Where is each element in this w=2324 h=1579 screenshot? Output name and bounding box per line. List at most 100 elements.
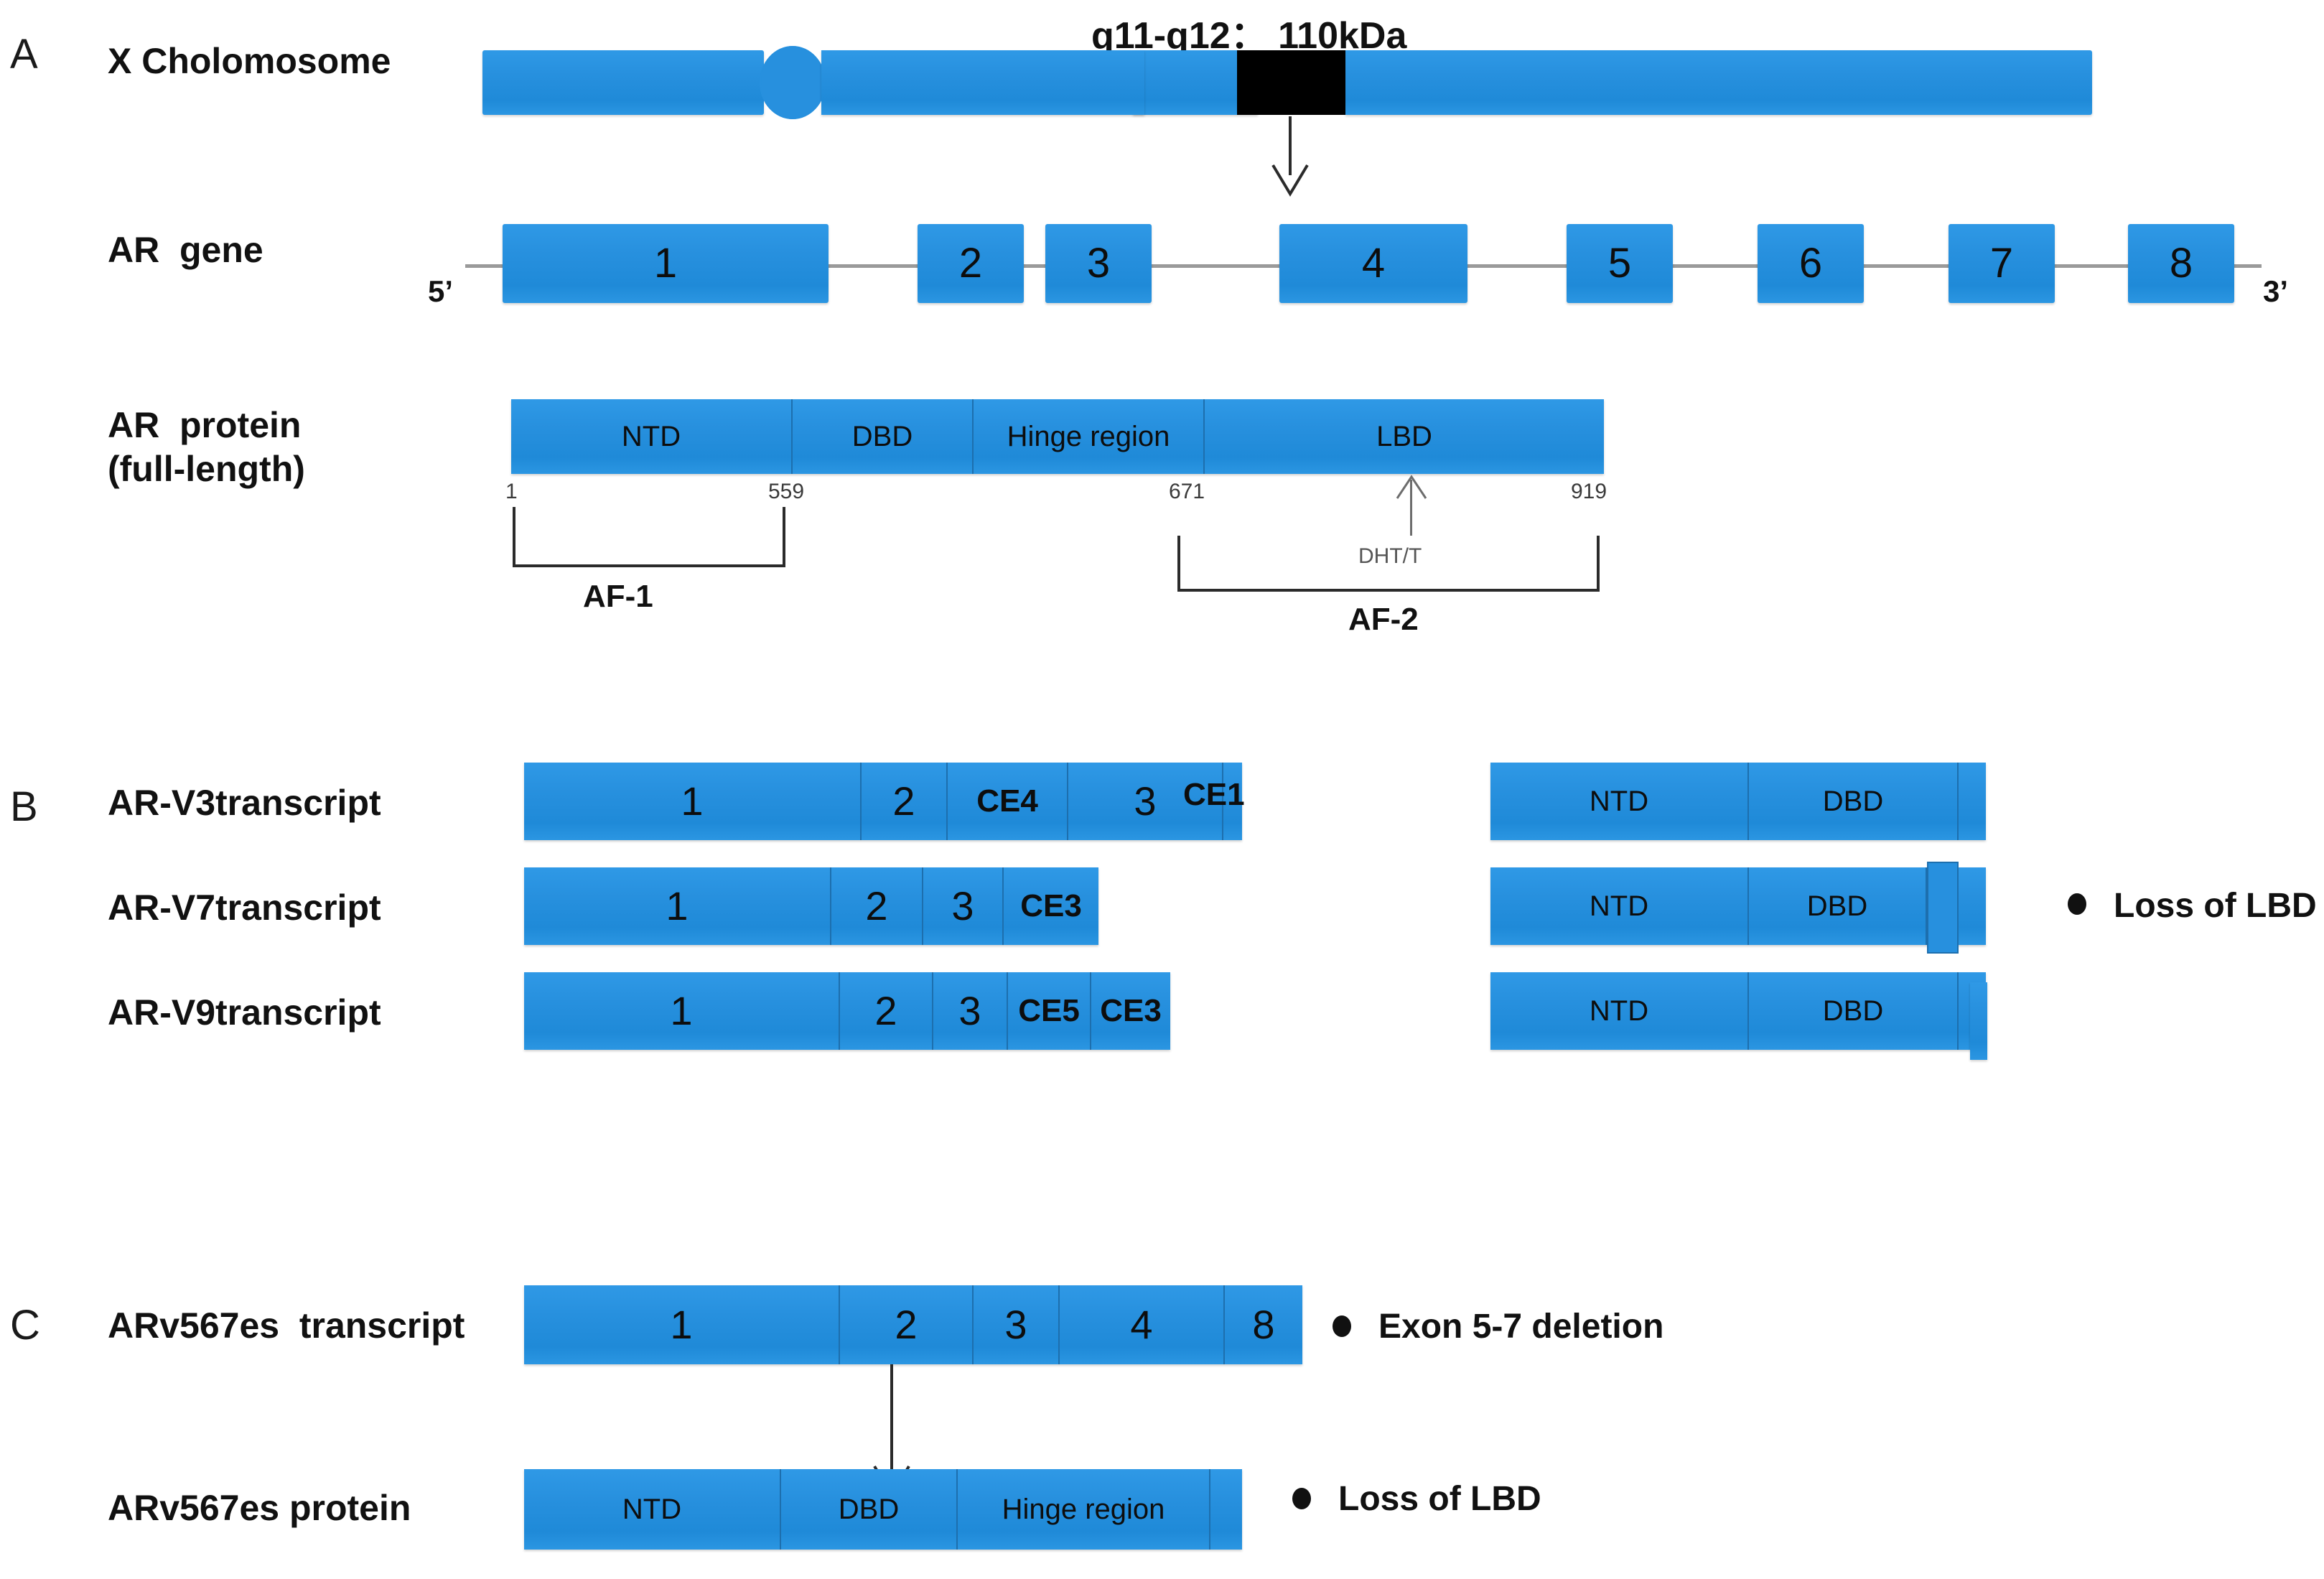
af2-bracket-left (1177, 536, 1180, 592)
ar-v9-protein-ntd: NTD (1490, 972, 1749, 1050)
panel-c-protein-note-bullet (1292, 1488, 1311, 1509)
af2-bracket-right (1597, 536, 1600, 592)
ar-v9-segment-ce3-label: CE3 (1100, 993, 1162, 1028)
chromosome-q-arm-distal (1345, 50, 2092, 115)
ar-v7-protein-bar: NTD DBD (1490, 867, 1986, 945)
panel-letter-b: B (10, 783, 38, 830)
ar-v9-segment-exon2: 2 (840, 972, 933, 1050)
ar-v9-segment-exon2-label: 2 (874, 988, 897, 1033)
ar-v7-segment-ce3-label: CE3 (1020, 888, 1082, 923)
ar-protein-domain-hinge-label: Hinge region (1007, 421, 1170, 452)
gene-exon-7: 7 (1949, 224, 2055, 303)
arv567es-protein-ntd: NTD (524, 1469, 781, 1550)
chromosome-row-label: X Cholomosome (108, 41, 391, 81)
arv567es-protein-hinge-label: Hinge region (1002, 1494, 1165, 1525)
arv567es-segment-exon2: 2 (840, 1285, 974, 1364)
ar-v7-segment-exon3-label: 3 (951, 883, 974, 928)
panel-c-transcript-note-text: Exon 5-7 deletion (1378, 1308, 1664, 1346)
gene-exon-6: 6 (1758, 224, 1864, 303)
gene-exon-2-number: 2 (958, 240, 983, 287)
ar-v3-protein-ntd: NTD (1490, 763, 1749, 840)
ar-v3-transcript-bar: 1 2 CE4 3 (524, 763, 1242, 840)
ar-v9-segment-exon1: 1 (524, 972, 840, 1050)
gene-exon-8: 8 (2128, 224, 2234, 303)
ar-v3-protein-dbd: DBD (1749, 763, 1959, 840)
arv567es-segment-exon8-label: 8 (1252, 1302, 1275, 1347)
position-label-919: 919 (1571, 480, 1607, 503)
ar-v3-row-label: AR-V3transcript (108, 783, 381, 823)
ar-v7-segment-exon3: 3 (923, 867, 1004, 945)
gene-exon-4: 4 (1279, 224, 1467, 303)
ar-protein-domain-ntd: NTD (511, 399, 793, 474)
three-prime-label: 3’ (2263, 274, 2289, 308)
ar-v9-protein-dbd-label: DBD (1822, 995, 1884, 1027)
ar-v3-segment-exon1: 1 (524, 763, 862, 840)
ar-protein-domain-ntd-label: NTD (621, 421, 681, 452)
gene-exon-8-number: 8 (2169, 240, 2193, 287)
ar-v9-segment-ce5: CE5 (1008, 972, 1091, 1050)
arv567es-segment-exon4: 4 (1060, 1285, 1225, 1364)
arv567es-segment-exon2-label: 2 (895, 1302, 918, 1347)
ar-protein-domain-dbd: DBD (793, 399, 974, 474)
ar-v9-segment-exon1-label: 1 (670, 988, 693, 1033)
ar-v3-protein-bar: NTD DBD (1490, 763, 1986, 840)
ar-v3-segment-exon3-label: 3 (1134, 778, 1157, 824)
gene-exon-2: 2 (918, 224, 1024, 303)
position-label-1: 1 (505, 480, 518, 503)
arv567es-protein-hinge: Hinge region (958, 1469, 1210, 1550)
arv567es-segment-exon1: 1 (524, 1285, 840, 1364)
ar-v7-segment-exon1: 1 (524, 867, 831, 945)
gene-exon-4-number: 4 (1361, 240, 1386, 287)
gene-exon-3: 3 (1045, 224, 1152, 303)
panel-letter-a: A (10, 31, 38, 78)
arv567es-segment-exon3: 3 (974, 1285, 1060, 1364)
af1-bracket-left (513, 507, 515, 567)
arv567es-segment-exon4-label: 4 (1130, 1302, 1153, 1347)
ar-v9-transcript-bar: 1 2 3 CE5 CE3 (524, 972, 1170, 1050)
panel-c-protein-note-text: Loss of LBD (1338, 1480, 1541, 1518)
ar-v7-protein-ntd-label: NTD (1589, 890, 1649, 922)
af1-bracket-right (783, 507, 785, 567)
arv567es-segment-exon1-label: 1 (670, 1302, 693, 1347)
ar-v9-segment-exon3: 3 (933, 972, 1008, 1050)
position-label-559: 559 (768, 480, 805, 503)
transcript-to-protein-arrow-shaft (890, 1364, 893, 1478)
ar-v7-segment-exon1-label: 1 (666, 883, 689, 928)
dht-ligand-label: DHT/T (1358, 544, 1422, 568)
protein-row-label: AR protein (full-length) (108, 405, 305, 489)
panel-c-transcript-note-bullet (1333, 1315, 1351, 1337)
arv567es-protein-tail (1210, 1469, 1242, 1550)
chromosome-band-annotation: q11-q12： 110kDa (1091, 15, 1407, 57)
arv567es-transcript-bar: 1 2 3 4 8 (524, 1285, 1302, 1364)
gene-exon-5-number: 5 (1607, 240, 1632, 287)
arv567es-protein-dbd-label: DBD (838, 1494, 900, 1525)
ar-protein-domain-hinge: Hinge region (974, 399, 1205, 474)
ar-v7-protein-tail (1959, 867, 1986, 945)
ar-v9-protein-tail-extension (1970, 982, 1987, 1060)
ar-protein-domain-lbd: LBD (1205, 399, 1604, 474)
af1-label: AF-1 (583, 579, 653, 614)
panel-b-note-text: Loss of LBD (2114, 887, 2317, 925)
panel-b-note-bullet (2068, 893, 2086, 915)
ar-v9-row-label: AR-V9transcript (108, 992, 381, 1033)
arv567es-transcript-row-label: ARv567es transcript (108, 1305, 465, 1346)
chromosome-p-arm (482, 50, 764, 115)
chromosome-q-arm-segment (821, 50, 1144, 115)
ar-v7-segment-ce3: CE3 (1004, 867, 1098, 945)
arv567es-protein-ntd-label: NTD (622, 1494, 682, 1525)
gene-exon-1: 1 (503, 224, 829, 303)
ar-v3-protein-tail (1959, 763, 1986, 840)
ar-v3-protein-dbd-label: DBD (1822, 786, 1884, 817)
ar-v3-segment-ce1-label: CE1 (1183, 777, 1245, 812)
ar-v7-transcript-bar: 1 2 3 CE3 (524, 867, 1098, 945)
ar-v7-protein-cryptic-box (1927, 862, 1959, 954)
gene-row-label: AR gene (108, 230, 263, 270)
ar-v7-segment-exon2: 2 (831, 867, 923, 945)
gene-exon-1-number: 1 (653, 240, 678, 287)
arv567es-segment-exon8: 8 (1225, 1285, 1302, 1364)
five-prime-label: 5’ (428, 274, 454, 308)
gene-exon-5: 5 (1567, 224, 1673, 303)
panel-letter-c: C (10, 1302, 40, 1349)
ar-v7-protein-dbd: DBD (1749, 867, 1927, 945)
